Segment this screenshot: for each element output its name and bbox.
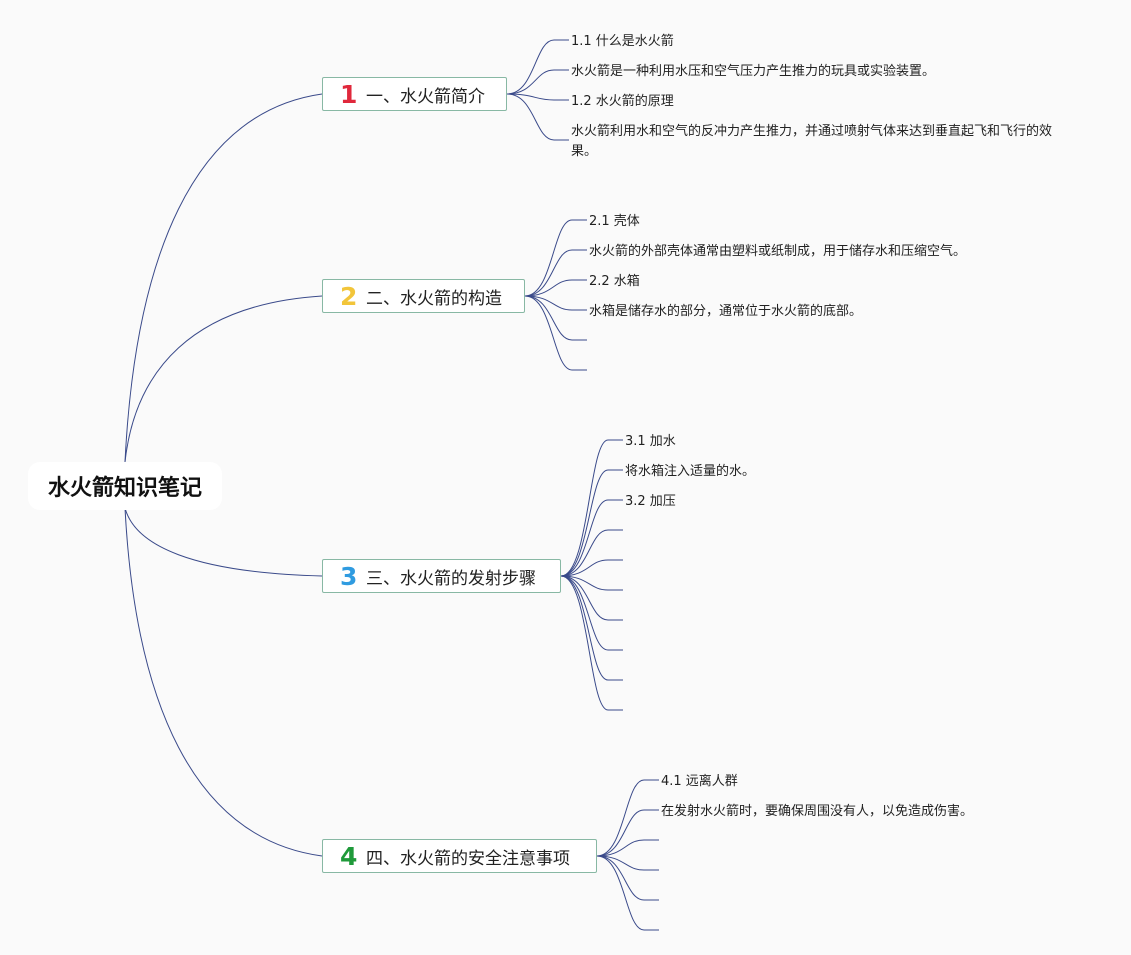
leaf-connector — [524, 219, 587, 297]
leaf-connector — [560, 575, 623, 591]
leaf-connector — [596, 839, 659, 857]
subtopic-item[interactable]: 3.2 加压 — [625, 494, 676, 509]
branch-label: 四、水火箭的安全注意事项 — [366, 848, 570, 869]
leaf-connector — [560, 469, 623, 577]
leaf-connector — [524, 295, 587, 341]
subtopic-item[interactable]: 2.1 壳体 — [589, 214, 640, 229]
leaf-connector — [560, 575, 623, 651]
leaf-connector — [560, 575, 623, 681]
subtopic-item[interactable]: 4.1 远离人群 — [661, 774, 738, 789]
subtopic-item[interactable]: 水火箭的外部壳体通常由塑料或纸制成，用于储存水和压缩空气。 — [589, 244, 967, 259]
subtopic-item[interactable]: 水火箭利用水和空气的反冲力产生推力，并通过喷射气体来达到垂直起飞和飞行的效果。 — [571, 124, 1053, 159]
leaf-connector — [506, 93, 569, 101]
subtopic-item[interactable]: 在发射水火箭时，要确保周围没有人，以免造成伤害。 — [661, 804, 974, 819]
leaf-connector — [560, 499, 623, 577]
leaf-connector — [560, 575, 623, 621]
branch-topic-3[interactable]: 3 三、水火箭的发射步骤 — [322, 559, 561, 593]
leaf-connector — [560, 559, 623, 577]
number-3-icon: 3 — [340, 561, 358, 591]
leaf-connector — [524, 249, 587, 297]
subtopic-item[interactable]: 将水箱注入适量的水。 — [625, 464, 756, 479]
branch-topic-2[interactable]: 2 二、水火箭的构造 — [322, 279, 525, 313]
number-1-icon: 1 — [340, 79, 358, 109]
branch-label: 二、水火箭的构造 — [366, 288, 502, 309]
subtopic-item[interactable]: 2.2 水箱 — [589, 274, 640, 289]
root-topic[interactable]: 水火箭知识笔记 — [28, 462, 222, 510]
root-branch-connector — [124, 295, 323, 463]
leaf-connector — [524, 295, 587, 311]
leaf-connector — [596, 855, 659, 931]
subtopic-item[interactable]: 3.1 加水 — [625, 434, 676, 449]
root-branch-connector — [124, 93, 323, 463]
leaf-connector — [596, 809, 659, 857]
leaf-connector — [524, 295, 587, 371]
subtopic-item[interactable]: 1.2 水火箭的原理 — [571, 94, 674, 109]
leaf-connector — [506, 93, 569, 141]
leaf-connector — [506, 39, 569, 95]
leaf-connector — [560, 529, 623, 577]
number-2-icon: 2 — [340, 281, 358, 311]
leaf-connector — [596, 855, 659, 871]
root-branch-connector — [124, 507, 323, 857]
branch-label: 一、水火箭简介 — [366, 86, 485, 107]
branch-topic-4[interactable]: 4 四、水火箭的安全注意事项 — [322, 839, 597, 873]
subtopic-item[interactable]: 水火箭是一种利用水压和空气压力产生推力的玩具或实验装置。 — [571, 64, 936, 79]
leaf-connector — [596, 855, 659, 901]
number-4-icon: 4 — [340, 841, 358, 871]
subtopic-item[interactable]: 1.1 什么是水火箭 — [571, 34, 674, 49]
leaf-connector — [560, 575, 623, 711]
leaf-connector — [560, 439, 623, 577]
leaf-connector — [596, 779, 659, 857]
leaf-connector — [524, 279, 587, 297]
branch-topic-1[interactable]: 1 一、水火箭简介 — [322, 77, 507, 111]
root-branch-connector — [124, 507, 323, 577]
leaf-connector — [506, 69, 569, 95]
branch-label: 三、水火箭的发射步骤 — [366, 568, 536, 589]
subtopic-item[interactable]: 水箱是储存水的部分，通常位于水火箭的底部。 — [589, 304, 863, 319]
